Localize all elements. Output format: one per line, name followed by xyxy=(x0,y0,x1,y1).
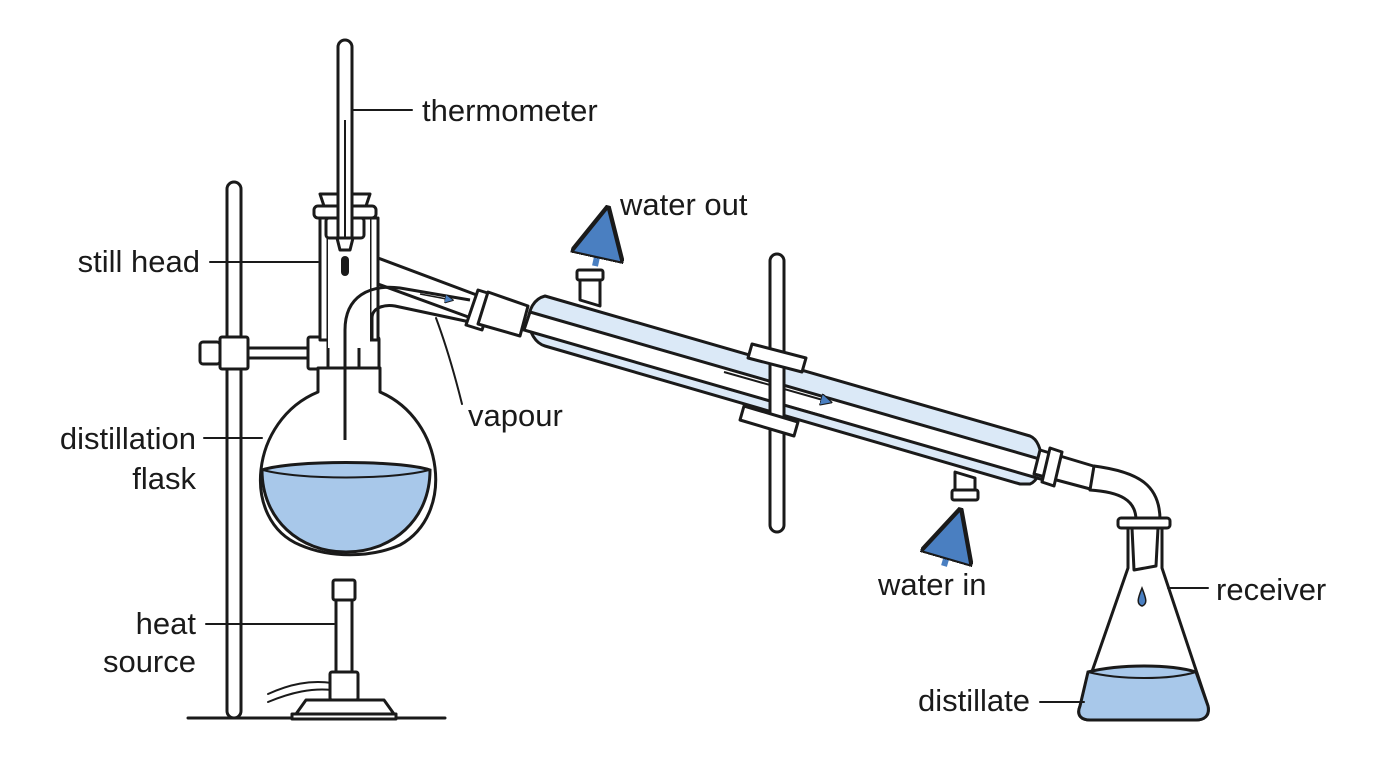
leader-lines xyxy=(203,109,1209,703)
label-distillation-flask-line1: distillation xyxy=(60,421,196,456)
label-still-head: still head xyxy=(78,244,200,279)
condenser-stand xyxy=(738,252,808,534)
label-thermometer: thermometer xyxy=(422,93,598,128)
label-water-in: water in xyxy=(877,567,987,602)
flask-liquid xyxy=(260,461,432,554)
distillate-liquid xyxy=(1077,664,1210,722)
distillation-flask xyxy=(258,366,438,557)
adapter xyxy=(1088,464,1162,522)
retort-stand xyxy=(186,180,447,720)
drip-drop xyxy=(1137,585,1147,607)
condenser xyxy=(476,268,1102,502)
label-distillation-flask-line2: flask xyxy=(132,461,196,496)
label-heat-source-line2: source xyxy=(103,644,196,679)
water-in-arrow xyxy=(944,518,958,566)
label-vapour: vapour xyxy=(468,398,563,433)
thermometer xyxy=(335,38,355,276)
vapour-flow-arrow xyxy=(419,293,452,300)
label-receiver: receiver xyxy=(1216,572,1326,607)
water-out-arrow xyxy=(595,216,606,267)
heat-source-burner xyxy=(267,578,398,721)
receiver-flask xyxy=(1077,516,1210,722)
label-water-out: water out xyxy=(619,187,748,222)
label-heat-source-line1: heat xyxy=(136,606,197,641)
label-distillate: distillate xyxy=(918,683,1030,718)
